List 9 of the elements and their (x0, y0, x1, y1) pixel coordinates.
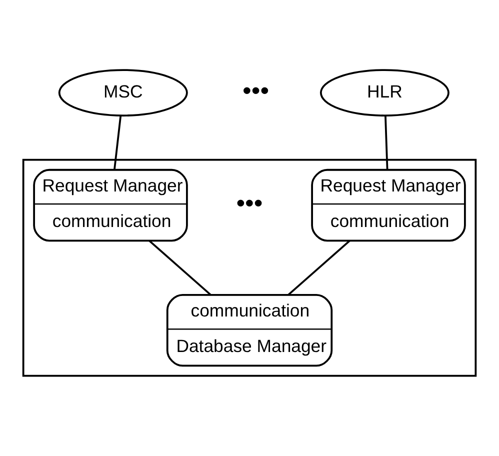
node-ellipse: HLR (320, 69, 450, 116)
connector (148, 240, 212, 296)
label: ••• (242, 77, 270, 106)
connector (384, 116, 388, 170)
cluster (22, 158, 477, 377)
connector (288, 240, 350, 296)
label: ••• (236, 190, 263, 218)
node-ellipse: MSC (58, 69, 188, 116)
connector (114, 116, 122, 170)
